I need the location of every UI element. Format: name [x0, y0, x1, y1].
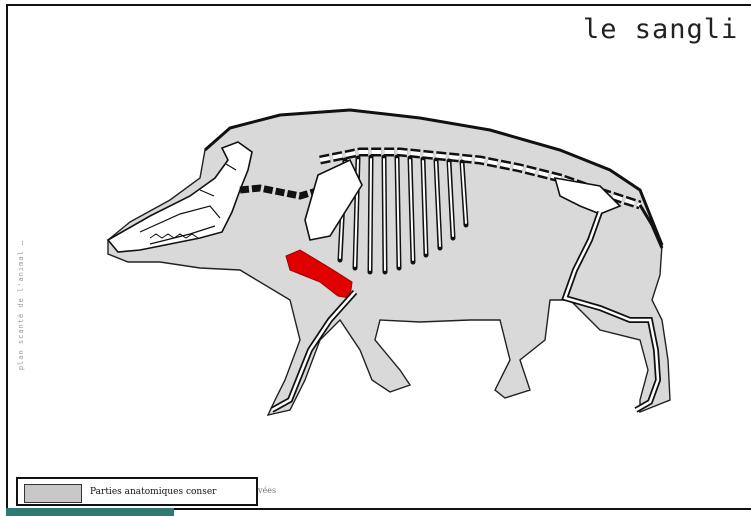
legend-label-tail: vées — [258, 486, 276, 495]
legend-swatch-preserved — [24, 484, 82, 503]
bottom-teal-bar — [6, 508, 174, 516]
legend-label: Parties anatomiques conser — [90, 487, 216, 497]
legend-box: Parties anatomiques conser — [16, 477, 258, 506]
